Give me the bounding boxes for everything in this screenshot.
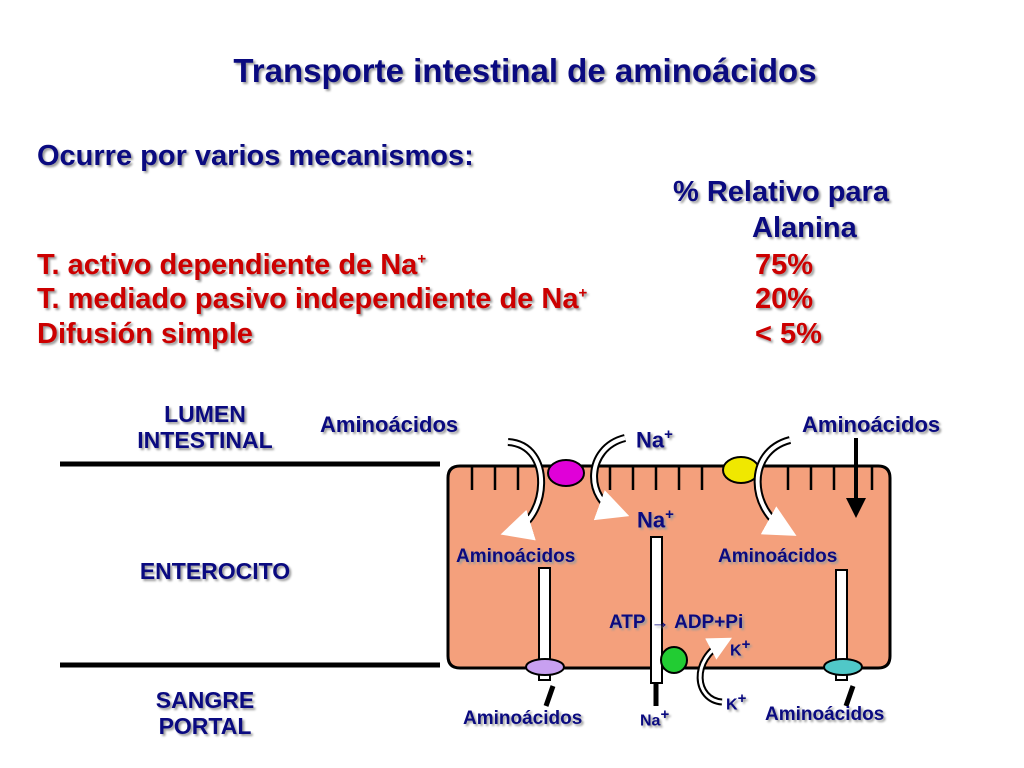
label-k-cell: K+ (730, 636, 751, 660)
relative-header-line2: Alanina (752, 212, 857, 244)
relative-header-line1: % Relativo para (673, 176, 889, 208)
label-aa-blood-left: Aminoácidos (463, 708, 583, 729)
aa-facilitated-arrow (755, 438, 797, 536)
na-aa-cotransporter (547, 459, 585, 487)
label-na-cell: Na+ (637, 506, 674, 533)
label-aa-lumen-left: Aminoácidos (320, 412, 459, 437)
aa-cotransport-arrow (500, 440, 544, 541)
label-aa-blood-right: Aminoácidos (765, 704, 885, 725)
microvilli (470, 466, 874, 490)
label-aa-cell-right: Aminoácidos (718, 546, 838, 567)
na-k-atpase-pump (660, 646, 688, 674)
mechanism-1: T. activo dependiente de Na+ (37, 249, 427, 281)
aa-exit-channel-right (835, 569, 848, 681)
label-na-blood: Na+ (640, 706, 670, 730)
label-k-blood: K+ (726, 690, 747, 714)
mechanism-2-percent: 20% (755, 283, 814, 315)
region-enterocyte: ENTEROCITO (139, 558, 291, 584)
aa-apical-carrier (722, 456, 760, 484)
label-aa-lumen-right: Aminoácidos (802, 412, 941, 437)
mechanism-1-percent: 75% (755, 249, 814, 281)
mechanism-2: T. mediado pasivo independiente de Na+ (37, 283, 588, 315)
mechanism-3: Difusión simple (37, 318, 253, 350)
subtitle: Ocurre por varios mecanismos: (37, 140, 474, 172)
aa-basal-carrier-right (823, 658, 863, 676)
label-na-lumen: Na+ (636, 426, 673, 453)
mechanism-3-percent: < 5% (755, 318, 822, 350)
label-atp-reaction: ATP → ADP+Pi (609, 612, 744, 633)
na-cotransport-arrow (592, 436, 630, 521)
aa-basal-carrier-left (525, 658, 565, 676)
k-entry-arrow (698, 637, 732, 704)
page-title: Transporte intestinal de aminoácidos (233, 52, 817, 89)
label-aa-cell-left: Aminoácidos (456, 546, 576, 567)
aa-exit-channel-left (538, 567, 551, 681)
